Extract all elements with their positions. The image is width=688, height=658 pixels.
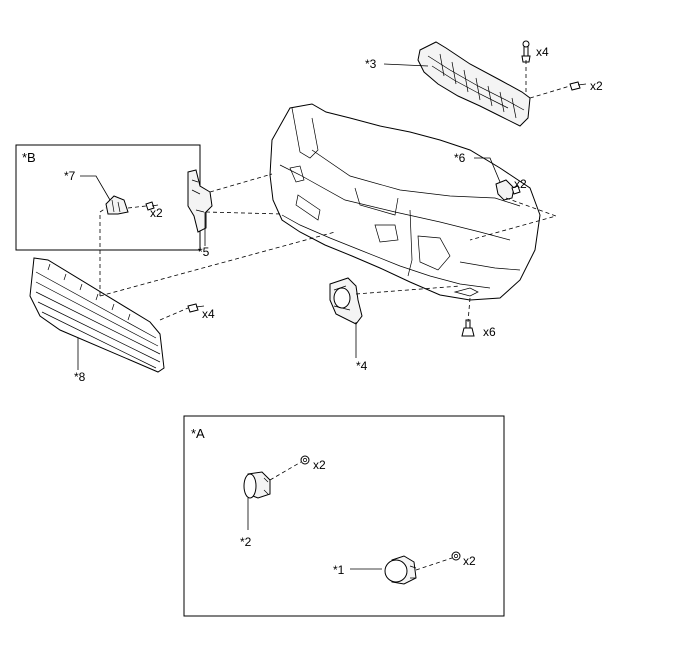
fog-lamp-part-2 <box>243 471 271 499</box>
inset-frame-a <box>183 415 505 617</box>
quantity-bolts-part-3: x2 <box>590 79 603 93</box>
quantity-clips-part-3: x4 <box>536 45 549 59</box>
callout-part-1: *1 <box>333 563 345 577</box>
callout-part-7: *7 <box>64 169 76 183</box>
bracket-part-7 <box>105 195 129 215</box>
quantity-bumper-clips: x6 <box>483 325 496 339</box>
assembly-dashed-lines <box>99 60 571 571</box>
upper-bracket-part-3 <box>417 41 531 127</box>
retainer-part-6 <box>495 179 515 201</box>
callout-part-2: *2 <box>240 535 252 549</box>
inset-label-a: *A <box>191 426 205 441</box>
inset-frame-b <box>15 144 201 251</box>
bolts <box>145 81 587 561</box>
quantity-part-7: x2 <box>150 206 163 220</box>
callout-part-4: *4 <box>356 359 368 373</box>
lower-grille-part-8 <box>29 257 165 373</box>
callout-leaders <box>77 63 501 570</box>
inset-label-b: *B <box>22 150 36 165</box>
callout-part-8: *8 <box>74 370 86 384</box>
quantity-part-2: x2 <box>313 458 326 472</box>
front-bumper-cover <box>269 103 541 301</box>
clip-fasteners <box>461 40 531 337</box>
callout-part-6: *6 <box>454 151 466 165</box>
quantity-part-8: x4 <box>202 307 215 321</box>
quantity-part-1: x2 <box>463 554 476 568</box>
callout-part-3: *3 <box>365 57 377 71</box>
quantity-part-6: x2 <box>514 177 527 191</box>
fog-lamp-part-4 <box>329 277 363 325</box>
callout-part-5: *5 <box>198 245 210 259</box>
fog-lamp-part-1 <box>384 555 417 585</box>
